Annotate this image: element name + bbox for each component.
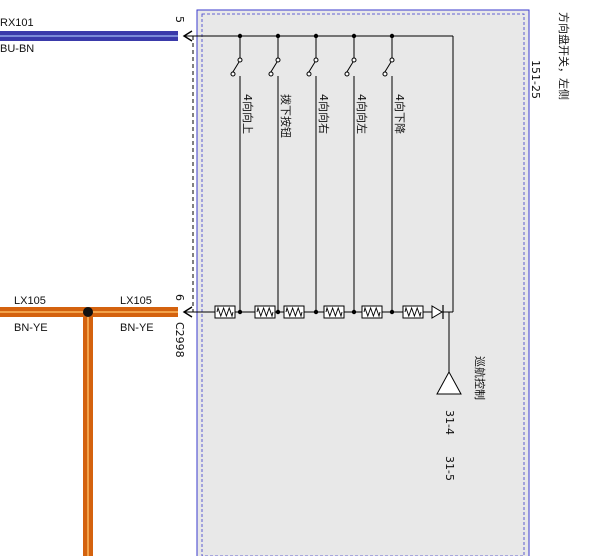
wire-top-color: BU-BN xyxy=(0,43,34,55)
switch-4: 4向向左 xyxy=(344,33,369,315)
switch-3: 4向向右 xyxy=(306,33,331,315)
switch-label: 4向下降 xyxy=(393,94,407,134)
resistor xyxy=(361,305,383,319)
module-housing xyxy=(196,9,530,556)
ground-ref-1: 31-4 xyxy=(443,410,456,435)
module-inner-border xyxy=(201,13,525,556)
ground-label: 巡航控制 xyxy=(473,356,487,400)
switch-group: 4向向上 拨下按钮 4向向右 4向向左 4向下降 xyxy=(214,33,424,319)
resistor xyxy=(323,305,345,319)
pin-6-label: 6 xyxy=(173,294,186,301)
resistor xyxy=(402,305,424,319)
switch-label: 4向向左 xyxy=(355,94,369,134)
wire-top-circuit: RX101 xyxy=(0,17,34,29)
splice-dot xyxy=(83,307,93,317)
wire-lx105[interactable] xyxy=(0,307,178,556)
switch-label: 拨下按钮 xyxy=(279,94,293,138)
switch-label: 4向向上 xyxy=(241,94,255,134)
module-name: 方向盘开关，左侧 xyxy=(557,12,571,100)
resistor xyxy=(214,305,236,319)
module-ref: 151-25 xyxy=(529,60,542,99)
diode xyxy=(431,305,444,319)
pin-5-label: 5 xyxy=(173,16,186,23)
wire-rx101[interactable] xyxy=(0,31,178,41)
switch-2: 拨下按钮 xyxy=(268,33,293,315)
wire-bl-circuit: LX105 xyxy=(14,295,46,307)
resistor xyxy=(283,305,305,319)
switch-label: 4向向右 xyxy=(317,94,331,134)
wire-br-circuit: LX105 xyxy=(120,295,152,307)
wire-br-color: BN-YE xyxy=(120,322,154,334)
resistor xyxy=(254,305,276,319)
wire-bl-color: BN-YE xyxy=(14,322,48,334)
switch-5: 4向下降 xyxy=(382,33,407,315)
ground-ref-2: 31-5 xyxy=(443,456,456,481)
switch-1: 4向向上 xyxy=(230,33,255,315)
connector-label: C2998 xyxy=(173,322,186,358)
ground-symbol xyxy=(436,370,462,395)
